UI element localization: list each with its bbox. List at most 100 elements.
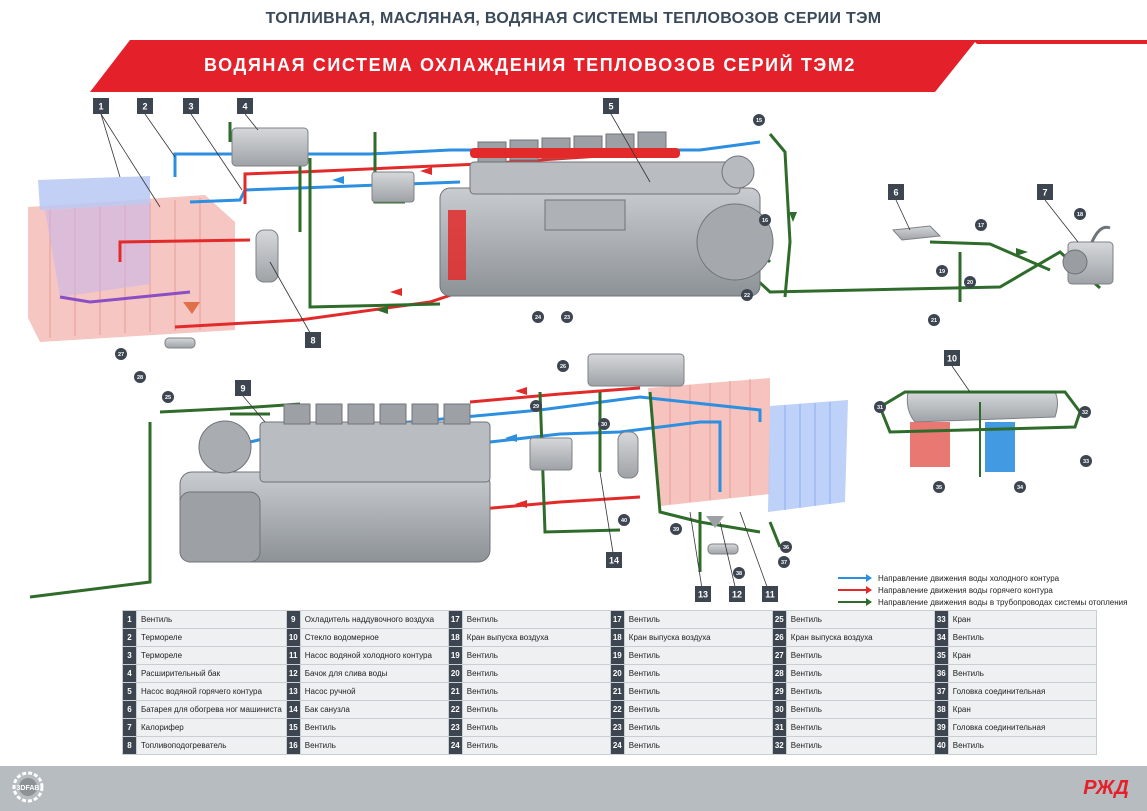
footer-bar	[0, 766, 1147, 811]
part-number: 34	[933, 628, 949, 647]
legend-heating: Направление движения воды в трубопровода…	[838, 596, 1138, 608]
part-label: Кран	[947, 610, 1097, 629]
callout-round-37: 37	[778, 556, 790, 568]
callout-box-4: 4	[237, 98, 253, 114]
diesel-engine-lower	[179, 403, 491, 563]
part-label: Головка соединительная	[947, 718, 1097, 737]
callout-round-label-19: 19	[939, 269, 945, 275]
callout-box-label-3: 3	[188, 102, 193, 112]
part-number: 19	[609, 646, 625, 665]
part-number: 9	[285, 610, 301, 629]
callout-box-label-11: 11	[765, 590, 775, 600]
part-number: 1	[122, 610, 137, 629]
calorifer	[1062, 225, 1114, 285]
part-label: Вентиль	[299, 736, 449, 755]
callout-box-3: 3	[183, 98, 199, 114]
part-label: Охладитель наддувочного воздуха	[299, 610, 449, 629]
callout-box-label-12: 12	[732, 590, 742, 600]
part-label: Кран выпуска воздуха	[623, 628, 773, 647]
callout-round-20: 20	[964, 276, 976, 288]
legend-arrow-hot	[838, 586, 872, 594]
callout-box-11: 11	[762, 586, 778, 602]
part-number: 11	[285, 646, 301, 665]
callout-round-26: 26	[557, 360, 569, 372]
part-label: Стекло водомерное	[299, 628, 449, 647]
part-number: 29	[771, 682, 787, 701]
callout-round-label-18: 18	[1077, 212, 1083, 218]
part-number: 4	[122, 664, 137, 683]
title-banner: ВОДЯНАЯ СИСТЕМА ОХЛАЖДЕНИЯ ТЕПЛОВОЗОВ СЕ…	[0, 40, 1147, 92]
callout-round-38: 38	[733, 567, 745, 579]
part-number: 10	[285, 628, 301, 647]
rzd-logo: РЖД	[1083, 777, 1129, 799]
callout-round-label-17: 17	[978, 223, 984, 229]
callout-round-label-32: 32	[1082, 410, 1088, 416]
callout-box-2: 2	[137, 98, 153, 114]
callout-box-6: 6	[888, 184, 904, 200]
part-label: Расширительный бак	[136, 664, 287, 683]
flow-arrows-upper	[332, 167, 1028, 314]
callout-round-19: 19	[936, 265, 948, 277]
callout-round-label-36: 36	[783, 545, 789, 551]
part-number: 6	[122, 700, 137, 719]
radiator-cold-upper	[38, 176, 150, 297]
hand-pump-upper	[164, 337, 196, 349]
part-number: 14	[285, 700, 301, 719]
callout-round-39: 39	[670, 523, 682, 535]
callout-box-13: 13	[695, 586, 711, 602]
callout-box-label-8: 8	[310, 336, 315, 346]
legend-hot: Направление движения воды горячего конту…	[838, 584, 1138, 596]
part-number: 25	[771, 610, 787, 629]
part-label: Батарея для обогрева ног машиниста	[136, 700, 287, 719]
callout-box-label-9: 9	[240, 384, 245, 394]
part-number: 35	[933, 646, 949, 665]
part-label: Вентиль	[299, 718, 449, 737]
callout-round-27: 27	[115, 348, 127, 360]
part-label: Кран выпуска воздуха	[461, 628, 611, 647]
top-header: ТОПЛИВНАЯ, МАСЛЯНАЯ, ВОДЯНАЯ СИСТЕМЫ ТЕП…	[0, 0, 1147, 40]
callout-round-16: 16	[759, 214, 771, 226]
part-label: Кран	[947, 646, 1097, 665]
part-number: 20	[609, 664, 625, 683]
drain-funnel-upper	[183, 302, 200, 314]
callout-box-label-6: 6	[893, 188, 898, 198]
callout-round-32: 32	[1079, 406, 1091, 418]
part-label: Вентиль	[623, 736, 773, 755]
callout-round-label-35: 35	[936, 485, 942, 491]
callout-round-22: 22	[741, 289, 753, 301]
callout-round-label-30: 30	[601, 422, 607, 428]
callout-round-label-16: 16	[762, 218, 768, 224]
fuel-heater-lower	[617, 431, 639, 479]
part-label: Вентиль	[461, 682, 611, 701]
part-label: Термореле	[136, 628, 287, 647]
part-label: Калорифер	[136, 718, 287, 737]
part-label: Вентиль	[461, 664, 611, 683]
part-label: Вентиль	[623, 610, 773, 629]
part-number: 36	[933, 664, 949, 683]
callout-round-23: 23	[561, 311, 573, 323]
part-number: 21	[609, 682, 625, 701]
logo-right-text: РЖД	[1083, 777, 1129, 799]
callout-box-label-2: 2	[142, 102, 147, 112]
part-number: 7	[122, 718, 137, 737]
radiator-hot-lower	[648, 378, 770, 506]
callout-box-10: 10	[944, 350, 960, 366]
flow-arrows-lower	[505, 387, 527, 508]
part-number: 18	[609, 628, 625, 647]
callout-round-label-33: 33	[1083, 459, 1089, 465]
part-number: 38	[933, 700, 949, 719]
part-label: Вентиль	[785, 736, 935, 755]
part-label: Вентиль	[623, 682, 773, 701]
foot-heater-battery	[891, 225, 942, 241]
callout-round-30: 30	[598, 418, 610, 430]
callout-box-label-10: 10	[947, 354, 957, 364]
callout-round-label-15: 15	[756, 118, 762, 124]
hand-pump-lower	[707, 543, 739, 555]
part-number: 27	[771, 646, 787, 665]
part-label: Головка соединительная	[947, 682, 1097, 701]
callout-round-label-27: 27	[118, 352, 124, 358]
